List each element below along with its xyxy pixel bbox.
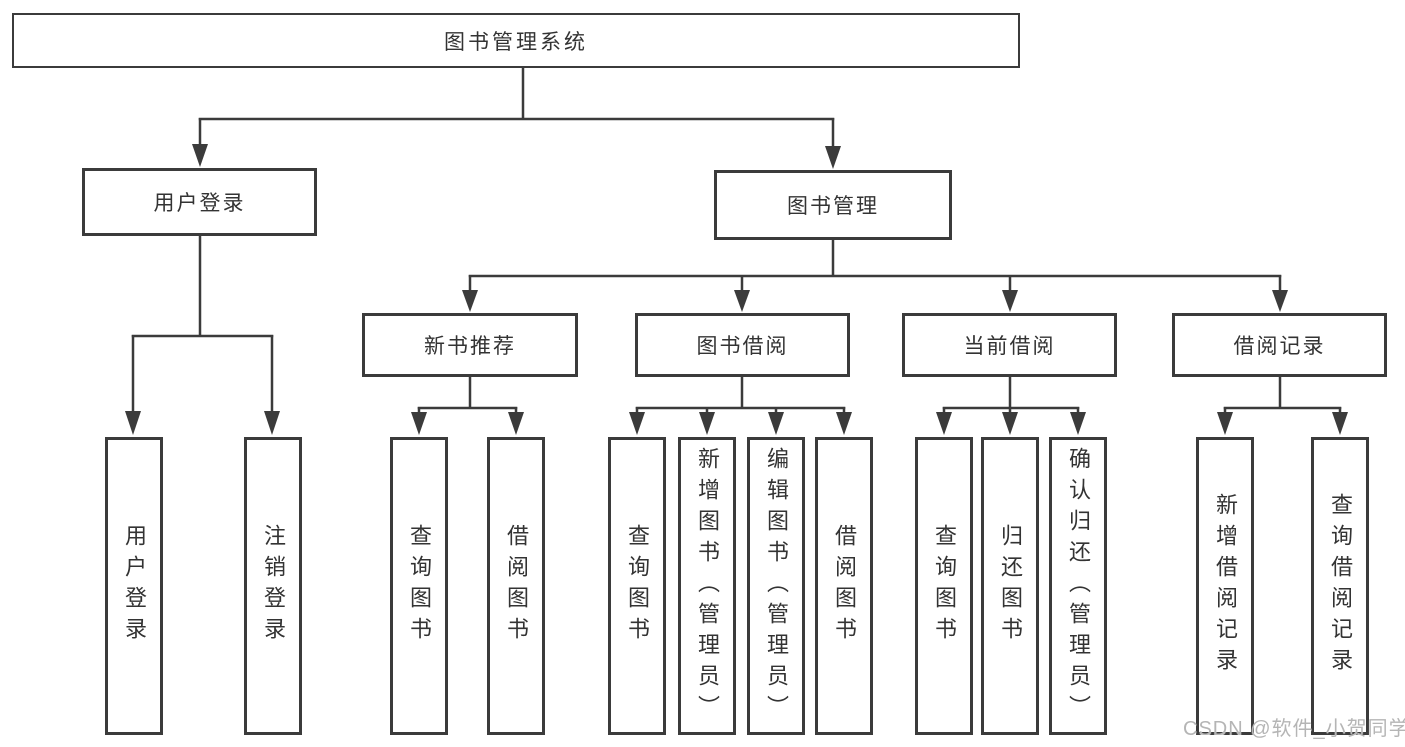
node-book-management: 图书管理 bbox=[714, 170, 952, 240]
leaf-return-book: 归还图书 bbox=[981, 437, 1039, 735]
node-borrow-records: 借阅记录 bbox=[1172, 313, 1387, 377]
leaf-add-book-admin: 新增图书（管理员） bbox=[678, 437, 736, 735]
leaf-query-books-3: 查询图书 bbox=[915, 437, 973, 735]
leaf-logout: 注销登录 bbox=[244, 437, 302, 735]
leaf-confirm-return-admin: 确认归还（管理员） bbox=[1049, 437, 1107, 735]
node-user-login: 用户登录 bbox=[82, 168, 317, 236]
node-book-borrow: 图书借阅 bbox=[635, 313, 850, 377]
leaf-query-books-1: 查询图书 bbox=[390, 437, 448, 735]
leaf-query-borrow-record: 查询借阅记录 bbox=[1311, 437, 1369, 735]
leaf-borrow-books-1: 借阅图书 bbox=[487, 437, 545, 735]
leaf-edit-book-admin: 编辑图书（管理员） bbox=[747, 437, 805, 735]
leaf-borrow-books-2: 借阅图书 bbox=[815, 437, 873, 735]
root-node-system: 图书管理系统 bbox=[12, 13, 1020, 68]
leaf-add-borrow-record: 新增借阅记录 bbox=[1196, 437, 1254, 735]
csdn-watermark: CSDN @软件_小贺同学 bbox=[1183, 718, 1405, 740]
leaf-query-books-2: 查询图书 bbox=[608, 437, 666, 735]
leaf-user-login: 用户登录 bbox=[105, 437, 163, 735]
node-new-book-recommend: 新书推荐 bbox=[362, 313, 578, 377]
node-current-borrow: 当前借阅 bbox=[902, 313, 1117, 377]
